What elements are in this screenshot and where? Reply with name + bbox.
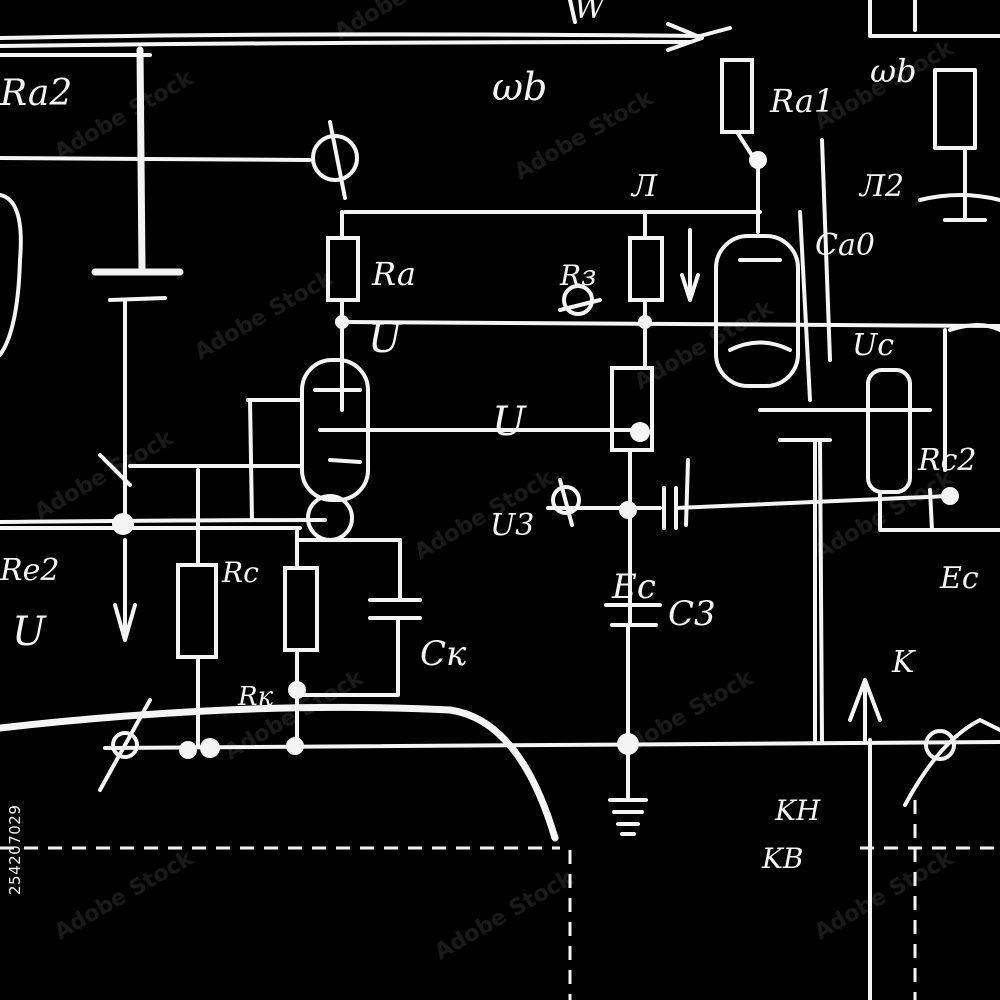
watermark: Adobe Stock (191, 265, 339, 365)
watermark: Adobe Stock (431, 865, 579, 965)
watermark: Adobe Stock (811, 465, 959, 565)
middle-bus (0, 453, 327, 642)
label-u-left: U (12, 609, 47, 655)
label-ra: Ra (371, 255, 416, 293)
arrow-down-icon (113, 603, 137, 642)
resistor-ra-right (933, 68, 977, 150)
label-kb: KB (761, 842, 804, 875)
label-rc: Rc (221, 556, 259, 589)
arrow-right-icon (666, 22, 704, 52)
label-ec-right: Ec (939, 561, 979, 596)
label-a0: Ca0 (815, 228, 875, 263)
label-u3: U3 (490, 508, 534, 543)
stock-id: 254207029 (6, 804, 24, 896)
terminal-circle (311, 134, 359, 182)
label-w-top: W (574, 0, 607, 26)
label-wb: ωb (492, 65, 547, 109)
right-tube-stage (714, 58, 1000, 1000)
bottom-bus (0, 698, 1000, 1000)
watermark: Adobe Stock (51, 65, 199, 165)
labels-layer: Ra2 ωb W Ra1 ωb Ra U U U Re2 Rз Л Л2 Ca0… (0, 0, 979, 875)
label-wb-right: ωb (870, 52, 917, 90)
label-kh: KH (774, 794, 821, 827)
watermark: Adobe Stock (51, 845, 199, 945)
arrow-up-icon (848, 678, 882, 722)
label-u-mid: U (368, 316, 403, 362)
left-battery-branch (0, 46, 359, 522)
label-u-center: U (492, 399, 527, 445)
label-ra1: Ra1 (769, 82, 834, 120)
cathode-resistors (176, 468, 319, 747)
label-re2: Re2 (0, 553, 59, 588)
arrow-down-icon (680, 273, 700, 302)
watermark: Adobe Stock (331, 0, 479, 45)
resistor-rc2 (866, 368, 912, 494)
resistor-rk (283, 566, 319, 652)
label-l-upper: Л (630, 169, 658, 204)
resistor-ra1 (720, 58, 754, 134)
battery-plate-short (108, 296, 167, 302)
label-ck: Cк (420, 634, 467, 674)
top-rail (0, 0, 1000, 52)
watermark: Adobe Stock (811, 845, 959, 945)
watermark: Adobe Stock (31, 425, 179, 525)
label-ra2: Ra2 (0, 73, 72, 114)
label-k: K (891, 645, 916, 680)
resistor-rz (628, 236, 664, 302)
label-ec: Ec (611, 567, 656, 607)
vacuum-tube-right (714, 234, 800, 388)
label-rk: Rк (237, 682, 274, 712)
label-rz: Rз (559, 259, 596, 292)
resistor-rc (176, 563, 218, 659)
label-c3: C3 (668, 594, 716, 634)
label-uc: Uc (852, 328, 894, 363)
left-tube-stage (128, 210, 762, 697)
label-rc2: Rc2 (917, 443, 976, 478)
resistor-ra (326, 236, 360, 302)
label-l2: Л2 (858, 169, 904, 204)
watermark: Adobe Stock (411, 465, 559, 565)
